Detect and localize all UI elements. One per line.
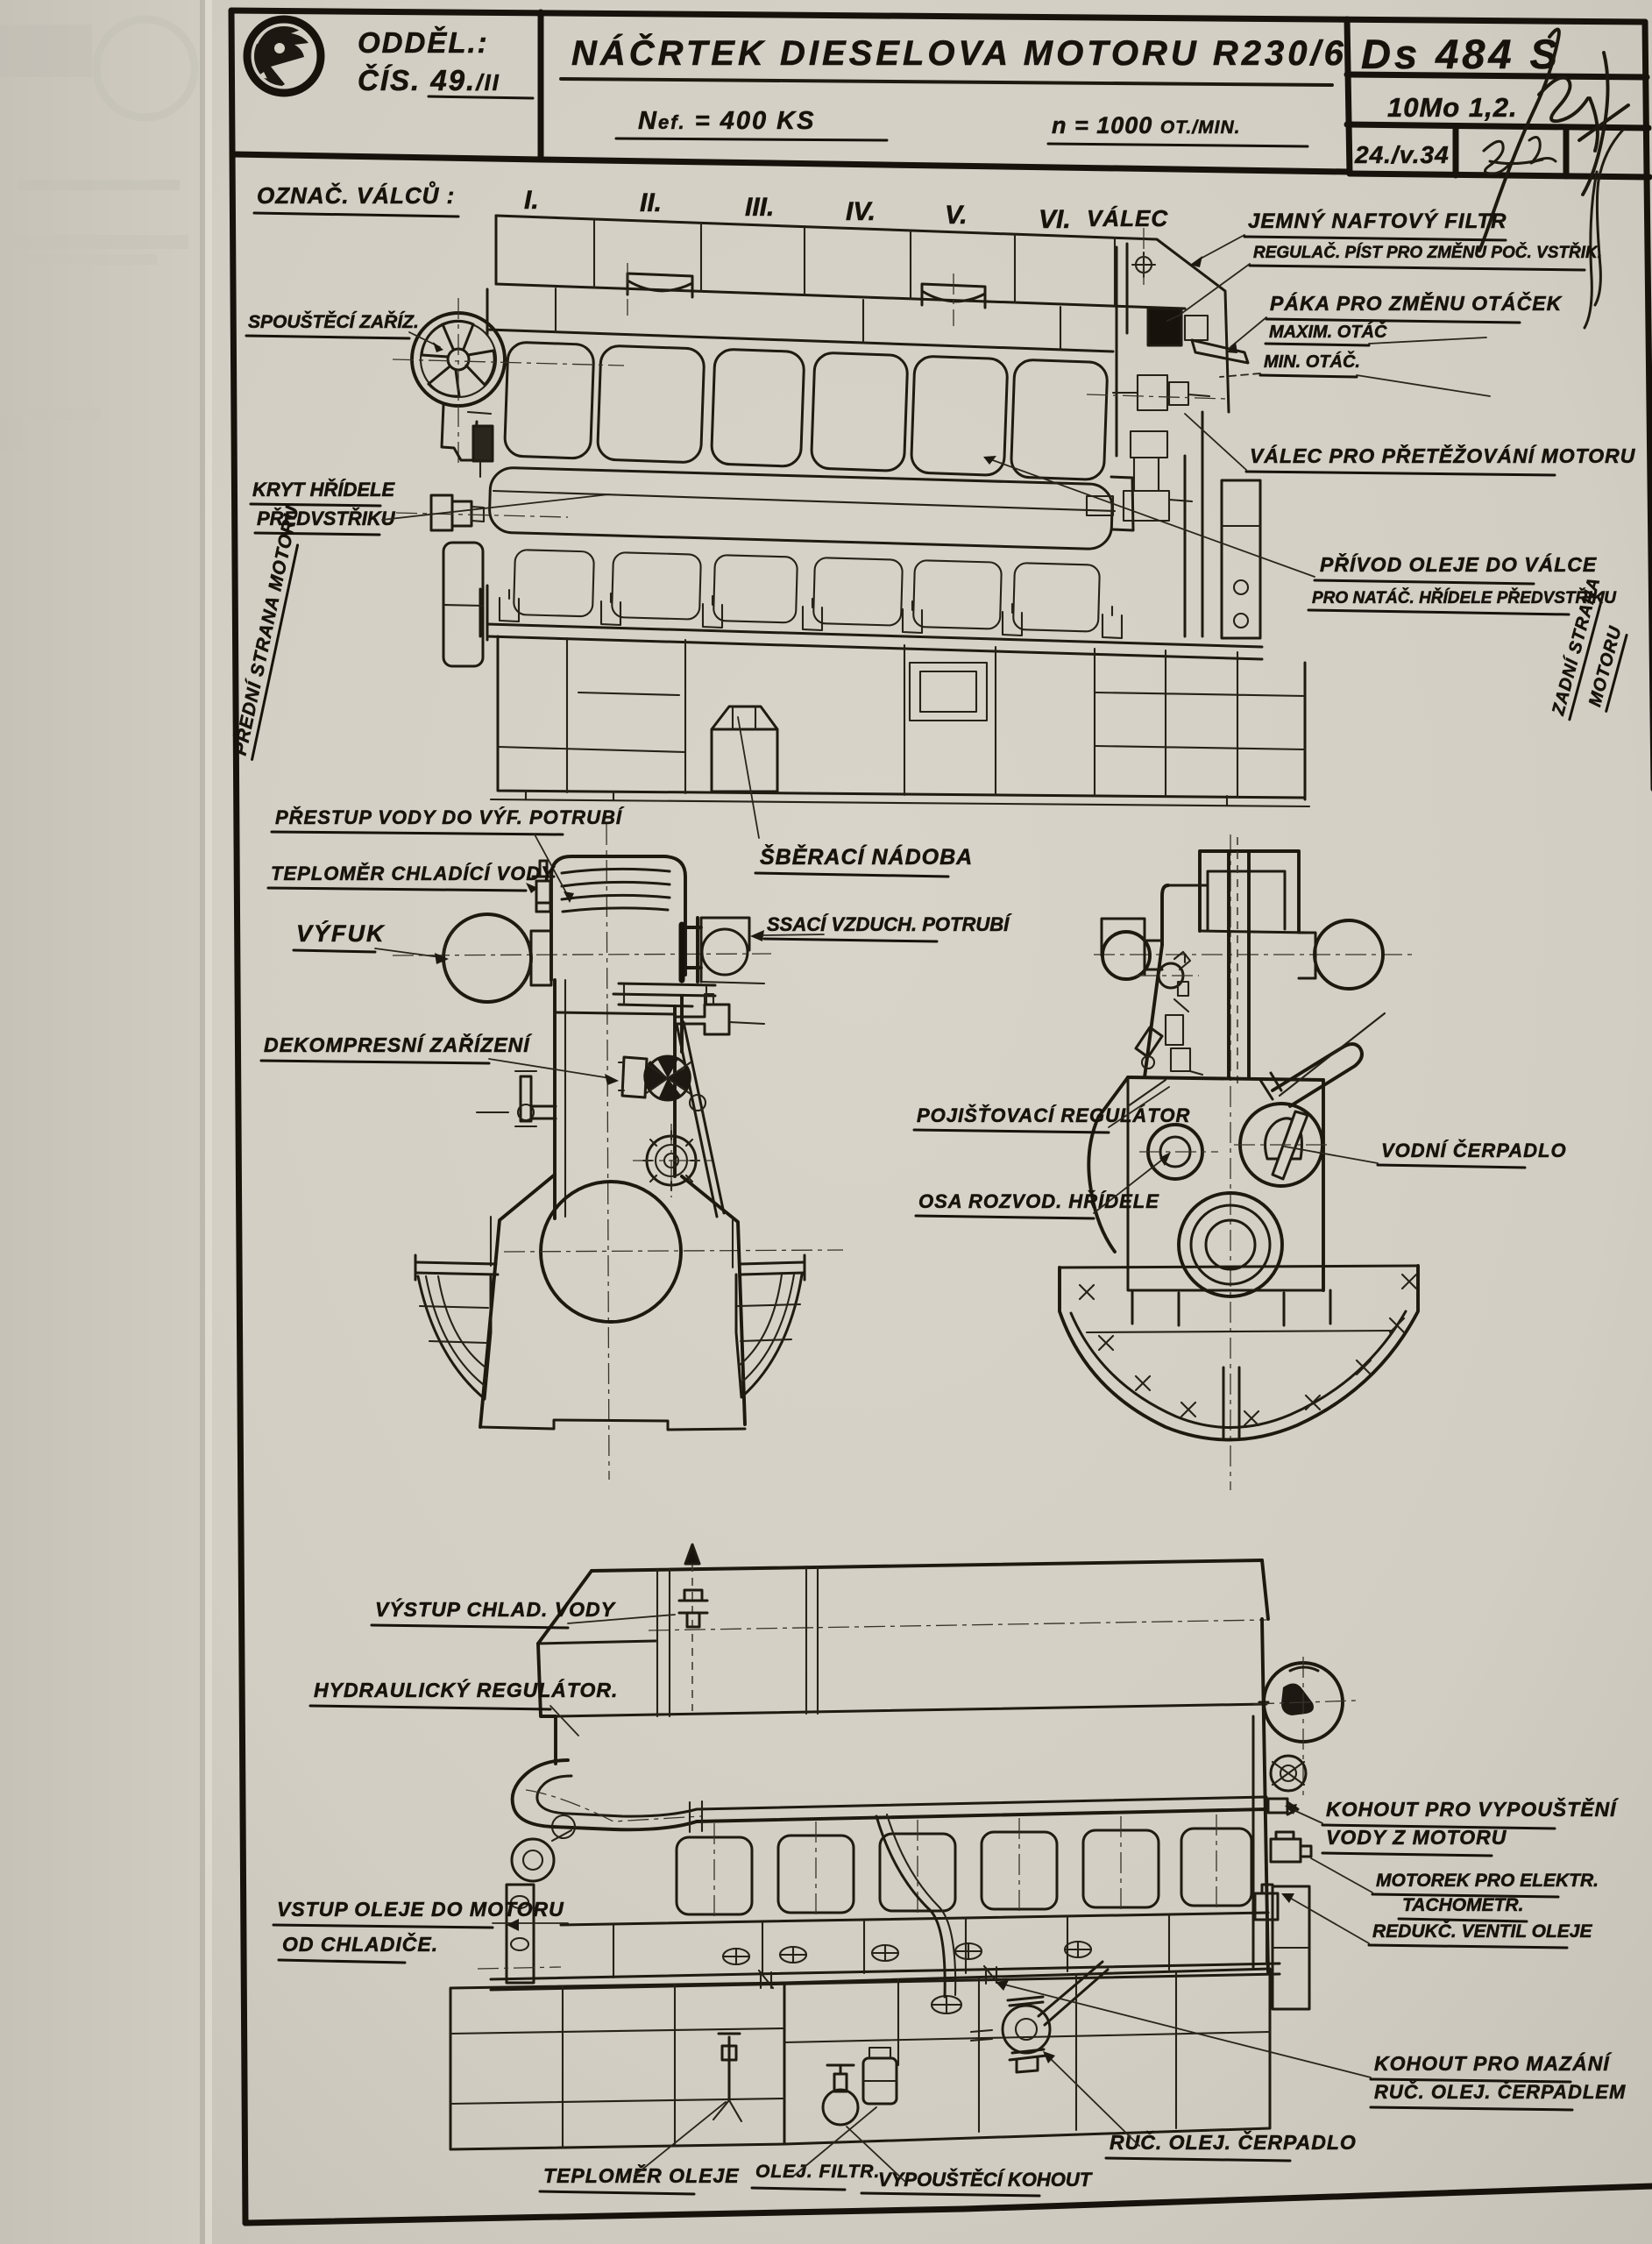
svg-text:TEPLOMĚR OLEJE: TEPLOMĚR OLEJE xyxy=(543,2163,740,2187)
svg-text:VÝFUK: VÝFUK xyxy=(296,920,386,947)
svg-text:ŠBĚRACÍ NÁDOBA: ŠBĚRACÍ NÁDOBA xyxy=(760,843,973,870)
svg-text:IV.: IV. xyxy=(846,197,876,226)
svg-text:REGULAČ. PÍST PRO ZMĚNU POČ. V: REGULAČ. PÍST PRO ZMĚNU POČ. VSTŘIK. xyxy=(1253,243,1602,262)
svg-text:HYDRAULICKÝ REGULÁTOR.: HYDRAULICKÝ REGULÁTOR. xyxy=(314,1678,618,1701)
svg-text:DEKOMPRESNÍ ZAŘÍZENÍ: DEKOMPRESNÍ ZAŘÍZENÍ xyxy=(264,1033,532,1056)
svg-text:VÁLEC: VÁLEC xyxy=(1087,205,1168,231)
svg-text:POJIŠŤOVACÍ REGULÁTOR: POJIŠŤOVACÍ REGULÁTOR xyxy=(917,1104,1190,1126)
svg-text:ODDĚL.:: ODDĚL.: xyxy=(358,26,489,59)
svg-text:VI.: VI. xyxy=(1039,205,1071,234)
svg-text:RUČ. OLEJ. ČERPADLO: RUČ. OLEJ. ČERPADLO xyxy=(1110,2130,1357,2154)
svg-text:TEPLOMĚR CHLADÍCÍ VODY: TEPLOMĚR CHLADÍCÍ VODY xyxy=(271,863,556,884)
svg-text:MAXIM. OTÁČ: MAXIM. OTÁČ xyxy=(1269,321,1387,342)
svg-text:Nef. = 400 KS: Nef. = 400 KS xyxy=(638,107,815,135)
svg-text:KRYT HŘÍDELE: KRYT HŘÍDELE xyxy=(252,479,395,501)
svg-text:RUČ. OLEJ. ČERPADLEM: RUČ. OLEJ. ČERPADLEM xyxy=(1374,2081,1626,2103)
svg-text:PŘEDVSTŘIKU: PŘEDVSTŘIKU xyxy=(257,508,396,529)
svg-text:JEMNÝ NAFTOVÝ FILTR: JEMNÝ NAFTOVÝ FILTR xyxy=(1248,209,1507,233)
svg-text:I.: I. xyxy=(524,186,539,215)
svg-text:Ds 484 S: Ds 484 S xyxy=(1361,31,1561,77)
svg-text:OSA ROZVOD. HŘÍDELE: OSA ROZVOD. HŘÍDELE xyxy=(918,1190,1159,1212)
svg-text:V.: V. xyxy=(945,201,968,230)
svg-text:KOHOUT PRO VYPOUŠTĚNÍ: KOHOUT PRO VYPOUŠTĚNÍ xyxy=(1326,1797,1619,1821)
svg-text:REDUKČ. VENTIL OLEJE: REDUKČ. VENTIL OLEJE xyxy=(1372,1921,1592,1942)
svg-text:24./v.34: 24./v.34 xyxy=(1354,141,1450,168)
svg-text:PRO NATÁČ. HŘÍDELE PŘEDVSTŘIKU: PRO NATÁČ. HŘÍDELE PŘEDVSTŘIKU xyxy=(1312,588,1617,607)
svg-text:TACHOMETR.: TACHOMETR. xyxy=(1402,1895,1523,1915)
svg-text:PŘESTUP VODY DO VÝF. POTRUBÍ: PŘESTUP VODY DO VÝF. POTRUBÍ xyxy=(275,806,625,828)
svg-text:VODY Z MOTORU: VODY Z MOTORU xyxy=(1326,1826,1507,1849)
svg-text:KOHOUT PRO MAZÁNÍ: KOHOUT PRO MAZÁNÍ xyxy=(1374,2051,1612,2075)
svg-text:ČÍS. 49./II: ČÍS. 49./II xyxy=(358,63,500,96)
svg-text:III.: III. xyxy=(745,193,774,222)
svg-text:VODNÍ ČERPADLO: VODNÍ ČERPADLO xyxy=(1381,1140,1567,1161)
svg-text:SSACÍ VZDUCH. POTRUBÍ: SSACÍ VZDUCH. POTRUBÍ xyxy=(767,913,1012,935)
svg-text:II.: II. xyxy=(640,188,662,217)
svg-text:VÝSTUP CHLAD. VODY: VÝSTUP CHLAD. VODY xyxy=(375,1597,617,1621)
svg-text:VSTUP OLEJE DO MOTORU: VSTUP OLEJE DO MOTORU xyxy=(277,1898,564,1921)
svg-text:NÁČRTEK DIESELOVA MOTORU R230/: NÁČRTEK DIESELOVA MOTORU R230/6 xyxy=(571,32,1347,73)
svg-text:OD CHLADIČE.: OD CHLADIČE. xyxy=(282,1932,438,1956)
svg-text:SPOUŠTĚCÍ ZAŘÍZ.: SPOUŠTĚCÍ ZAŘÍZ. xyxy=(248,311,419,332)
svg-text:MOTOREK PRO ELEKTR.: MOTOREK PRO ELEKTR. xyxy=(1376,1871,1599,1891)
svg-text:OZNAČ. VÁLCŮ :: OZNAČ. VÁLCŮ : xyxy=(257,181,455,209)
svg-text:10Mo 1,2.: 10Mo 1,2. xyxy=(1387,92,1518,123)
svg-text:PŘÍVOD OLEJE DO VÁLCE: PŘÍVOD OLEJE DO VÁLCE xyxy=(1320,552,1597,576)
svg-text:PÁKA PRO ZMĚNU OTÁČEK: PÁKA PRO ZMĚNU OTÁČEK xyxy=(1270,291,1563,315)
svg-text:VYPOUŠTĚCÍ KOHOUT: VYPOUŠTĚCÍ KOHOUT xyxy=(878,2169,1093,2191)
svg-text:OLEJ. FILTR.: OLEJ. FILTR. xyxy=(755,2162,880,2182)
svg-text:VÁLEC PRO PŘETĚŽOVÁNÍ MOTORU: VÁLEC PRO PŘETĚŽOVÁNÍ MOTORU xyxy=(1250,444,1636,467)
svg-text:MIN. OTÁČ.: MIN. OTÁČ. xyxy=(1264,351,1360,372)
